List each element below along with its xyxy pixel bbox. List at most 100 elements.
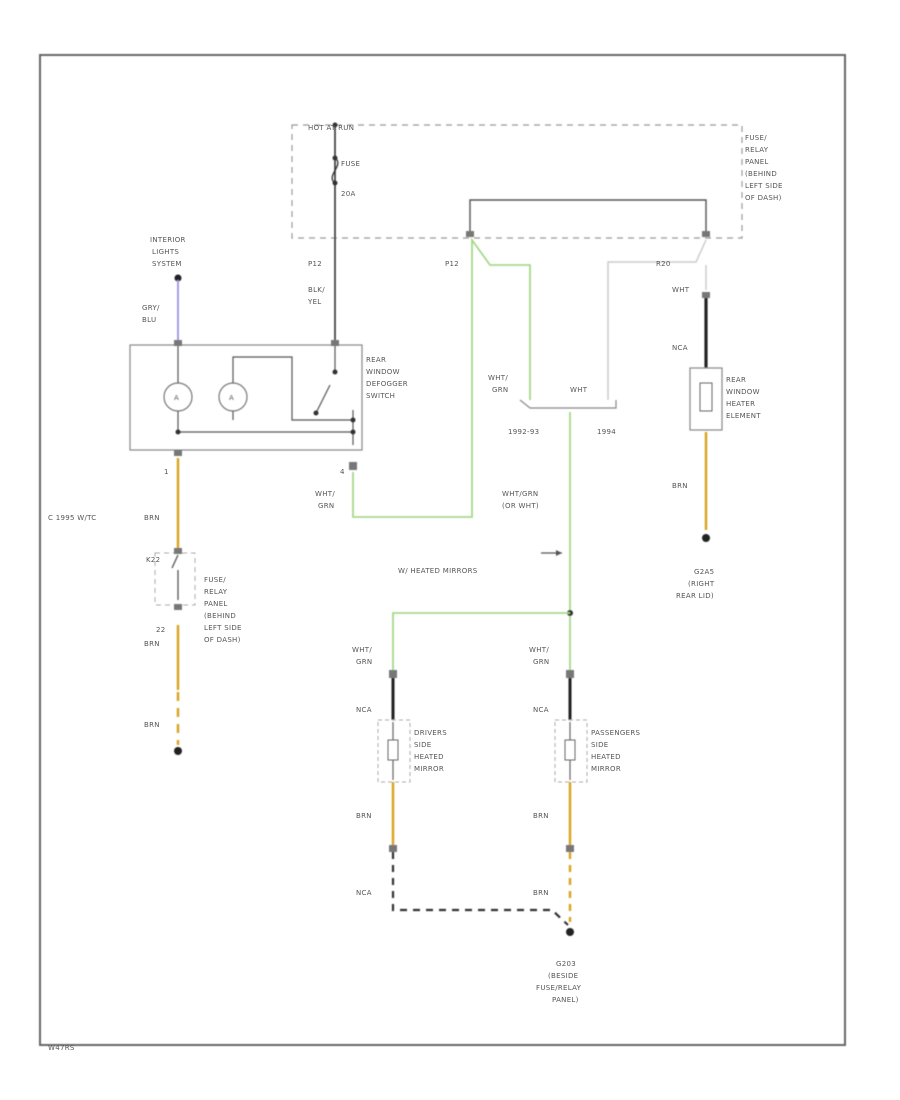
svg-text:WINDOW: WINDOW <box>726 388 760 396</box>
nca-ground-label: NCA <box>356 889 372 897</box>
svg-text:GRN: GRN <box>356 658 372 666</box>
ground-bottom-node <box>566 928 574 936</box>
relay-pin-top-label: R20 <box>656 260 671 268</box>
svg-text:SYSTEM: SYSTEM <box>152 260 182 268</box>
svg-text:GRN: GRN <box>492 386 508 394</box>
svg-text:LIGHTS: LIGHTS <box>152 248 179 256</box>
ground-right-label: G2A5 (RIGHT REAR LID) <box>676 568 715 600</box>
svg-text:LEFT SIDE: LEFT SIDE <box>204 624 242 632</box>
switch-pin-left: 1 <box>164 468 169 476</box>
svg-text:HEATER: HEATER <box>726 400 755 408</box>
fuse-label: FUSE <box>341 160 360 168</box>
fuse-relay-panel-label: FUSE/ RELAY PANEL (BEHIND LEFT SIDE OF D… <box>745 134 783 202</box>
footer-code: W47RS <box>48 1044 75 1052</box>
svg-text:INTERIOR: INTERIOR <box>150 236 186 244</box>
svg-text:(OR WHT): (OR WHT) <box>502 502 539 510</box>
fuse-node <box>332 122 338 128</box>
relay-panel-label: FUSE/ RELAY PANEL (BEHIND LEFT SIDE OF D… <box>204 576 242 644</box>
rear-heater-label: REAR WINDOW HEATER ELEMENT <box>726 376 761 420</box>
year-splice <box>519 399 617 409</box>
svg-text:GRN: GRN <box>318 502 334 510</box>
svg-text:PANEL): PANEL) <box>552 996 579 1004</box>
svg-text:SIDE: SIDE <box>591 741 609 749</box>
diagram-frame <box>39 54 846 1046</box>
switch-label: REAR WINDOW DEFOGGER SWITCH <box>366 356 408 400</box>
svg-text:RELAY: RELAY <box>204 588 228 596</box>
ground-left-node <box>174 747 182 755</box>
brn-ground-label: BRN <box>533 889 549 897</box>
ground-right-node <box>702 534 710 542</box>
brn-heater-label: BRN <box>672 482 688 490</box>
wht-grn-switch-label: WHT/ GRN <box>315 490 335 510</box>
brn-lower2-label: BRN <box>144 721 160 729</box>
svg-text:GRN: GRN <box>533 658 549 666</box>
svg-text:REAR: REAR <box>726 376 746 384</box>
svg-text:REAR LID): REAR LID) <box>676 592 714 600</box>
svg-text:A: A <box>229 394 234 402</box>
hot-at-run-label: HOT AT RUN <box>308 124 354 132</box>
fuse-relay-panel-box <box>291 124 743 239</box>
interior-lights-label: INTERIOR LIGHTS SYSTEM <box>150 236 186 268</box>
svg-text:WHT/: WHT/ <box>315 490 335 498</box>
svg-text:BLK/: BLK/ <box>308 286 325 294</box>
svg-text:WHT/: WHT/ <box>529 646 549 654</box>
svg-text:PASSENGERS: PASSENGERS <box>591 729 641 737</box>
brn-passengers-label: BRN <box>533 812 549 820</box>
nca-passengers-label: NCA <box>533 706 549 714</box>
svg-text:G2A5: G2A5 <box>694 568 714 576</box>
svg-text:LEFT SIDE: LEFT SIDE <box>745 182 783 190</box>
svg-text:FUSE/RELAY: FUSE/RELAY <box>536 984 582 992</box>
svg-text:MIRROR: MIRROR <box>414 765 444 773</box>
ground-bottom-label: G203 (BESIDE FUSE/RELAY PANEL) <box>536 960 582 1004</box>
wht-grn-passengers-label: WHT/ GRN <box>529 646 549 666</box>
relay-pin-label: 22 <box>156 626 166 634</box>
rear-window-heater-box <box>689 367 723 431</box>
defogger-switch-body <box>129 344 363 451</box>
svg-text:RELAY: RELAY <box>745 146 769 154</box>
nca-drivers-label: NCA <box>356 706 372 714</box>
connector-pins <box>174 231 710 852</box>
wht-relay-wire <box>607 239 707 400</box>
gry-blu-label: GRY/ BLU <box>142 304 160 324</box>
brn-lower-label: BRN <box>144 640 160 648</box>
svg-text:(BEHIND: (BEHIND <box>745 170 777 178</box>
wht-grn-split-label: WHT/ GRN <box>488 374 508 394</box>
passengers-mirror-label: PASSENGERS SIDE HEATED MIRROR <box>591 729 641 773</box>
wht-grn-defogger-wire <box>352 237 531 518</box>
p12-left-label: P12 <box>308 260 322 268</box>
wht-grn-drivers-wire <box>392 612 570 670</box>
panel-bus-wire <box>469 199 707 232</box>
svg-text:FUSE/: FUSE/ <box>745 134 767 142</box>
switch-internal-wiring <box>177 345 354 445</box>
wht-grn-drivers-label: WHT/ GRN <box>352 646 372 666</box>
svg-text:HEATED: HEATED <box>591 753 621 761</box>
fuse-symbol <box>331 157 339 184</box>
svg-text:WHT/GRN: WHT/GRN <box>502 490 538 498</box>
wht-heater-label: WHT <box>672 286 690 294</box>
svg-text:A: A <box>174 394 179 402</box>
nca-ground-wire <box>391 852 569 926</box>
svg-text:SWITCH: SWITCH <box>366 392 395 400</box>
switch-pin-right: 4 <box>340 468 345 476</box>
p12-right-label: P12 <box>445 260 459 268</box>
svg-text:DEFOGGER: DEFOGGER <box>366 380 408 388</box>
svg-text:BLU: BLU <box>142 316 156 324</box>
svg-text:PANEL: PANEL <box>745 158 769 166</box>
c-1995-note: C 1995 W/TC <box>48 514 97 522</box>
svg-text:GRY/: GRY/ <box>142 304 160 312</box>
blk-yel-label: BLK/ YEL <box>307 286 325 306</box>
svg-text:MIRROR: MIRROR <box>591 765 621 773</box>
svg-text:(BEHIND: (BEHIND <box>204 612 236 620</box>
relay-contact <box>171 554 179 600</box>
svg-text:ELEMENT: ELEMENT <box>726 412 761 420</box>
drivers-mirror-box <box>377 719 411 783</box>
brn-switch-label: BRN <box>144 514 160 522</box>
svg-text:SIDE: SIDE <box>414 741 432 749</box>
svg-text:WINDOW: WINDOW <box>366 368 400 376</box>
year-1994-label: 1994 <box>597 428 616 436</box>
nca-heater-label: NCA <box>672 344 688 352</box>
svg-text:WHT/: WHT/ <box>352 646 372 654</box>
svg-text:(RIGHT: (RIGHT <box>688 580 715 588</box>
k22-label: K22 <box>146 556 160 564</box>
